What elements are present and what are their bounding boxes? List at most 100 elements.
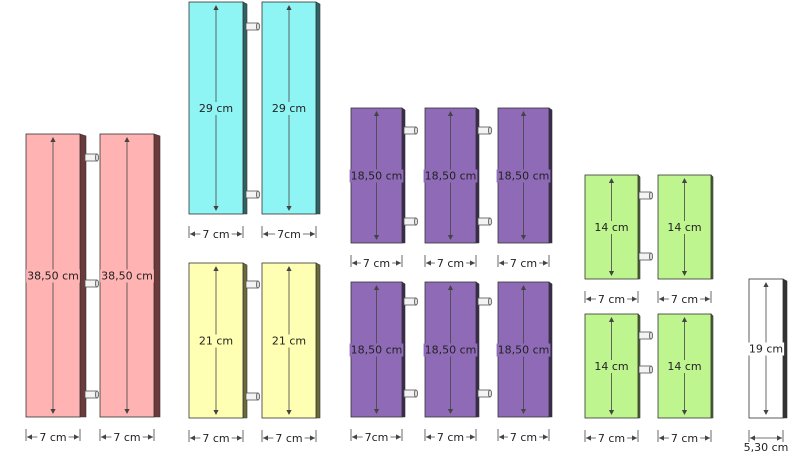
width-label: 7 cm [113,431,140,444]
board-side-edge [153,133,161,418]
dowel-end [95,390,100,399]
dowel-end [413,297,418,306]
height-label-background [747,342,785,356]
width-arrow-left [586,435,591,441]
height-label-background [270,334,308,348]
height-label-background [423,169,478,183]
height-arrow-top [213,266,219,271]
board-purple-bottom-2: 18,50 cm7 cm [423,281,492,444]
width-label: 7 cm [202,228,229,241]
width-label: 7 cm [671,432,698,445]
width-label-background [200,228,232,241]
height-arrow-top [124,137,130,142]
board-white-1: 19 cm5,30 cm [744,278,788,454]
height-label: 18,50 cm [351,344,403,357]
dowel-end [649,252,654,261]
height-arrow-bottom [608,271,615,276]
height-label: 14 cm [667,360,701,373]
board-green-top-2: 14 cm7 cm [657,174,714,306]
height-label-background [593,221,630,234]
dowel-end [487,126,492,135]
width-label-background [37,431,69,444]
height-label-background [197,334,235,348]
board-yellow-2: 21 cm7 cm [261,262,321,445]
dowel-end [487,297,492,306]
width-arrow-left [190,231,195,237]
dowel-end [413,126,418,135]
width-label-background [200,432,232,445]
width-arrow-left [499,260,504,266]
height-label: 29 cm [272,102,306,115]
height-label: 18,50 cm [425,344,477,357]
width-arrow-left [190,435,195,441]
width-label-background [434,431,467,444]
height-arrow-bottom [373,235,380,240]
board-cyan-1: 29 cm7 cm [188,1,260,241]
height-label-background [496,169,551,183]
height-arrow-top [681,178,688,183]
height-arrow-top [608,317,615,322]
dowel-end [413,217,418,226]
width-arrow-right [148,434,153,440]
board-cyan-2: 29 cm 7cm [261,1,321,241]
height-arrow-bottom [213,206,219,211]
height-label-background [349,343,404,357]
width-label-background [362,431,391,444]
height-label-background [26,269,80,283]
width-arrow-right [777,435,782,441]
height-label-background [349,169,404,183]
height-arrow-top [447,285,454,290]
height-label-background [270,102,308,115]
board-side-edge [242,1,248,215]
width-arrow-right [705,296,710,302]
board-green-bottom-1: 14 cm7 cm [584,313,654,445]
board-side-edge [315,1,321,215]
height-arrow-top [520,111,527,116]
width-arrow-right [310,231,315,237]
board-side-edge [315,262,321,419]
board-pink-2: 38,50 cm7 cm [99,133,161,444]
width-label: 7cm [277,228,301,241]
height-label: 14 cm [594,221,628,234]
width-label: 7 cm [39,431,66,444]
board-side-edge [79,133,87,418]
height-label-background [496,343,551,357]
dowel-end [255,280,260,289]
height-arrow-bottom [681,271,688,276]
height-arrow-bottom [763,410,769,415]
width-label: 7 cm [598,293,625,306]
width-label: 7 cm [510,431,537,444]
board-purple-bottom-3: 18,50 cm7 cm [496,281,553,444]
height-label: 19 cm [749,343,783,356]
width-label-background [434,257,467,270]
dowel-end [255,190,260,199]
height-arrow-bottom [447,409,454,414]
height-label-background [666,221,703,234]
width-label-background [668,432,701,445]
height-arrow-bottom [520,235,527,240]
width-arrow-right [237,435,242,441]
dowel-end [255,392,260,401]
height-label: 14 cm [594,360,628,373]
height-label-background [197,102,235,115]
width-arrow-right [74,434,79,440]
width-arrow-left [659,296,664,302]
width-arrow-left [426,260,431,266]
width-arrow-left [263,435,268,441]
width-arrow-right [310,435,315,441]
width-arrow-right [543,434,548,440]
width-label: 7 cm [437,257,464,270]
dowel-end [649,365,654,374]
height-label-background [593,360,630,373]
width-arrow-right [470,260,475,266]
height-arrow-top [50,137,56,142]
width-label-background [668,293,701,306]
width-arrow-left [659,435,664,441]
height-label-background [100,269,154,283]
width-arrow-right [705,435,710,441]
width-label-background [507,431,540,444]
height-label: 21 cm [199,335,233,348]
width-arrow-right [470,434,475,440]
